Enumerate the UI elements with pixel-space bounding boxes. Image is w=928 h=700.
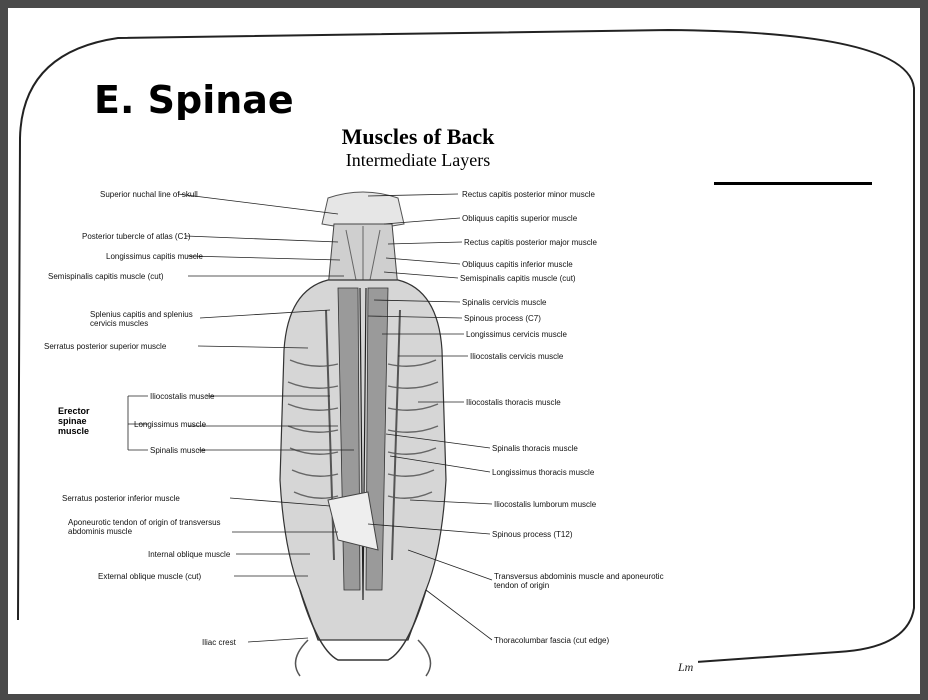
label-obliquus-capitis-inferior: Obliquus capitis inferior muscle: [462, 260, 573, 269]
label-posterior-tubercle-atlas: Posterior tubercle of atlas (C1): [82, 232, 191, 241]
label-external-oblique: External oblique muscle (cut): [98, 572, 201, 581]
label-spinous-process-t12: Spinous process (T12): [492, 530, 572, 539]
label-semispinalis-capitis-left: Semispinalis capitis muscle (cut): [48, 272, 164, 281]
footer-mark: Lm: [678, 660, 693, 675]
label-thoracolumbar-fascia: Thoracolumbar fascia (cut edge): [494, 636, 609, 645]
label-longissimus-thoracis: Longissimus thoracis muscle: [492, 468, 594, 477]
label-iliocostalis-cervicis: Iliocostalis cervicis muscle: [470, 352, 563, 361]
label-iliocostalis-thoracis: Iliocostalis thoracis muscle: [466, 398, 561, 407]
slide-title: E. Spinae: [94, 78, 294, 122]
label-spinalis: Spinalis muscle: [150, 446, 206, 455]
label-aponeurotic-tendon: Aponeurotic tendon of origin of transver…: [68, 518, 232, 536]
label-transversus-abdominis: Transversus abdominis muscle and aponeur…: [494, 572, 664, 590]
label-iliac-crest: Iliac crest: [202, 638, 236, 647]
label-spinalis-thoracis: Spinalis thoracis muscle: [492, 444, 578, 453]
label-spinalis-cervicis: Spinalis cervicis muscle: [462, 298, 546, 307]
label-iliocostalis: Iliocostalis muscle: [150, 392, 214, 401]
back-muscles-illustration: [38, 120, 698, 680]
label-serratus-posterior-superior: Serratus posterior superior muscle: [44, 342, 166, 351]
label-longissimus-capitis: Longissimus capitis muscle: [106, 252, 203, 261]
label-rectus-capitis-minor: Rectus capitis posterior minor muscle: [462, 190, 595, 199]
horizontal-rule: [714, 182, 872, 185]
label-superior-nuchal-line: Superior nuchal line of skull: [100, 190, 198, 199]
label-semispinalis-capitis-right: Semispinalis capitis muscle (cut): [460, 274, 576, 283]
label-iliocostalis-lumborum: Iliocostalis lumborum muscle: [494, 500, 596, 509]
label-spinous-process-c7: Spinous process (C7): [464, 314, 541, 323]
label-obliquus-capitis-superior: Obliquus capitis superior muscle: [462, 214, 577, 223]
label-longissimus-cervicis: Longissimus cervicis muscle: [466, 330, 567, 339]
label-internal-oblique: Internal oblique muscle: [148, 550, 230, 559]
label-rectus-capitis-major: Rectus capitis posterior major muscle: [464, 238, 597, 247]
label-erector-spinae: Erector spinae muscle: [58, 406, 116, 436]
slide: E. Spinae Muscles of Back Intermediate L…: [8, 8, 920, 694]
label-serratus-posterior-inferior: Serratus posterior inferior muscle: [62, 494, 180, 503]
anatomy-diagram: Muscles of Back Intermediate Layers: [38, 120, 698, 680]
label-longissimus: Longissimus muscle: [134, 420, 206, 429]
label-splenius-muscles: Splenius capitis and splenius cervicis m…: [90, 310, 198, 328]
